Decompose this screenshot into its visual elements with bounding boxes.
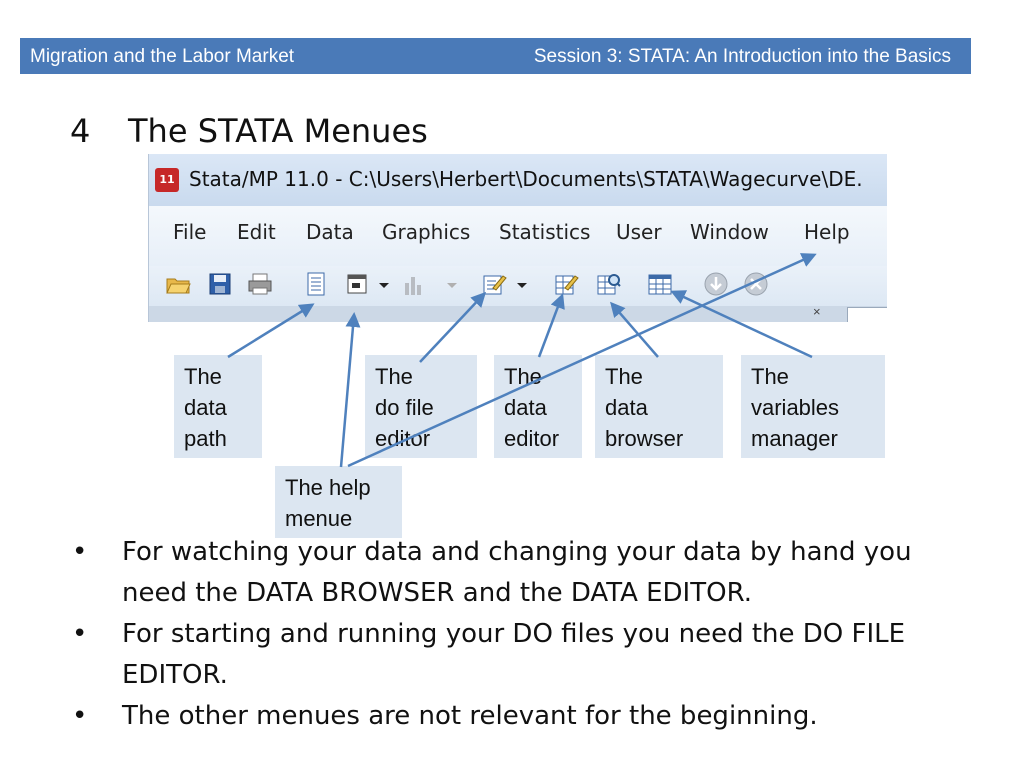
callout-line: The [605, 364, 643, 389]
break-icon[interactable] [743, 271, 769, 297]
stata-titlebar: 11 Stata/MP 11.0 - C:\Users\Herbert\Docu… [149, 154, 887, 206]
menu-statistics[interactable]: Statistics [499, 220, 591, 244]
callout-do-file-editor: The do file editor [365, 355, 477, 458]
menu-window[interactable]: Window [690, 220, 769, 244]
callout-line: The [375, 364, 413, 389]
variables-manager-icon[interactable] [647, 271, 673, 297]
save-icon[interactable] [207, 271, 233, 297]
stata-window-title: Stata/MP 11.0 - C:\Users\Herbert\Documen… [189, 167, 863, 191]
callout-line: The help [285, 475, 371, 500]
do-file-editor-icon[interactable] [481, 271, 507, 297]
section-number: 4 [70, 112, 91, 150]
bullet-list: For watching your data and changing your… [70, 532, 970, 737]
bullet-item: The other menues are not relevant for th… [70, 696, 970, 737]
arrow-help-viewer [339, 312, 361, 468]
callout-line: browser [605, 426, 684, 451]
close-icon[interactable]: × [813, 304, 821, 319]
callout-line: path [184, 426, 227, 451]
stata-toolbar [149, 266, 887, 306]
graph-dropdown-icon[interactable] [439, 271, 457, 297]
callout-line: The [184, 364, 222, 389]
bullet-item: For starting and running your DO files y… [70, 614, 970, 696]
menu-data[interactable]: Data [306, 220, 354, 244]
menu-edit[interactable]: Edit [237, 220, 276, 244]
graph-icon[interactable] [401, 271, 427, 297]
menu-file[interactable]: File [173, 220, 207, 244]
callout-line: manager [751, 426, 838, 451]
callout-line: variables [751, 395, 840, 420]
menu-user[interactable]: User [616, 220, 662, 244]
log-icon[interactable] [303, 271, 329, 297]
callout-variables-manager: The variables manager [741, 355, 885, 458]
viewer-icon[interactable] [345, 271, 371, 297]
callout-data-browser: The data browser [595, 355, 723, 458]
data-browser-icon[interactable] [595, 271, 621, 297]
callout-line: editor [504, 426, 560, 451]
menu-graphics[interactable]: Graphics [382, 220, 471, 244]
more-icon[interactable] [703, 271, 729, 297]
stata-window-screenshot: 11 Stata/MP 11.0 - C:\Users\Herbert\Docu… [148, 154, 887, 322]
callout-data-path: The data path [174, 355, 262, 458]
callout-line: The [504, 364, 542, 389]
stata-app-icon: 11 [155, 168, 179, 192]
callout-line: data [605, 395, 648, 420]
stata-subbar: × [149, 304, 887, 322]
slide-header-bar: Migration and the Labor Market Session 3… [20, 38, 971, 74]
stata-menubar: File Edit Data Graphics Statistics User … [149, 206, 887, 266]
bullet-item: For watching your data and changing your… [70, 532, 970, 614]
open-folder-icon[interactable] [165, 271, 191, 297]
viewer-dropdown-icon[interactable] [371, 271, 389, 297]
callout-line: data [184, 395, 227, 420]
callout-line: editor [375, 426, 431, 451]
menu-help[interactable]: Help [804, 220, 850, 244]
data-editor-icon[interactable] [553, 271, 579, 297]
header-right-title: Session 3: STATA: An Introduction into t… [533, 46, 951, 67]
callout-line: The [751, 364, 789, 389]
section-title-text: The STATA Menues [128, 112, 428, 150]
command-box[interactable] [847, 307, 887, 322]
do-file-dropdown-icon[interactable] [509, 271, 527, 297]
print-icon[interactable] [247, 271, 273, 297]
callout-line: do file [375, 395, 434, 420]
section-title: 4 The STATA Menues [70, 112, 428, 150]
header-left-title: Migration and the Labor Market [30, 46, 295, 67]
callout-help-menue: The help menue [275, 466, 402, 538]
callout-line: data [504, 395, 547, 420]
callout-line: menue [285, 506, 353, 531]
callout-data-editor: The data editor [494, 355, 582, 458]
